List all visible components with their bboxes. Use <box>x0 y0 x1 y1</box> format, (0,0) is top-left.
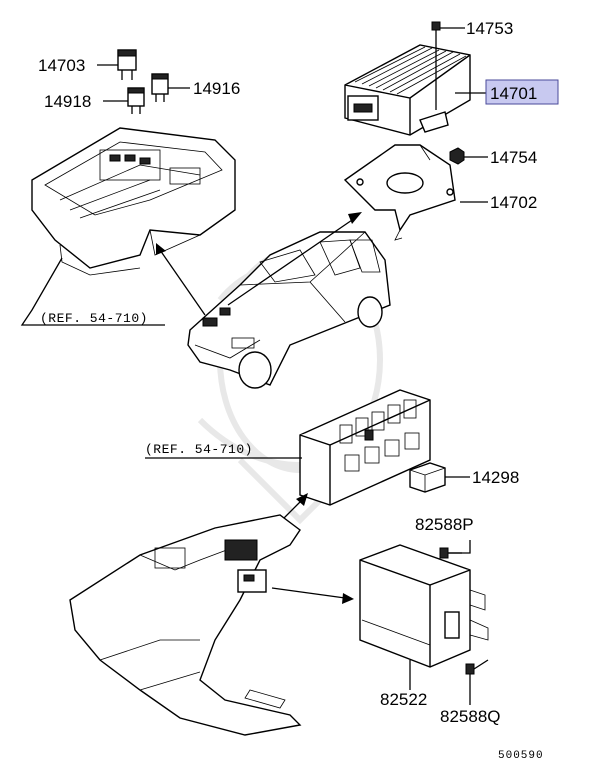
arrow-to-fusebox <box>156 243 206 316</box>
callout-14703: 14703 <box>38 56 85 75</box>
bracket-82522-side <box>469 589 489 641</box>
callout-14298: 14298 <box>472 468 519 487</box>
bracket-14702[interactable] <box>343 144 456 241</box>
leader-82588P <box>448 540 471 554</box>
callout-14702: 14702 <box>490 193 537 212</box>
ecu-module-14701[interactable] <box>344 44 471 136</box>
callout-14753: 14753 <box>466 19 513 38</box>
relay-14916[interactable] <box>151 73 169 102</box>
callout-14918: 14918 <box>44 92 91 111</box>
ref-lower-label: (REF. 54-710) <box>145 442 253 457</box>
callout-82588Q: 82588Q <box>440 707 501 726</box>
bolt-14753[interactable] <box>431 21 441 110</box>
nut-14754[interactable] <box>449 147 465 165</box>
highlight-14701 <box>485 79 559 105</box>
relay-14918[interactable] <box>127 87 145 114</box>
diagram-code: 500590 <box>498 750 544 762</box>
relay-14703[interactable] <box>117 49 137 80</box>
etacs-module-82522[interactable] <box>359 544 471 668</box>
callout-14701: 14701 <box>490 84 537 103</box>
engine-fuse-box[interactable] <box>31 127 236 276</box>
ref-upper-label: (REF. 54-710) <box>40 311 148 326</box>
relay-14298[interactable] <box>409 462 446 493</box>
vehicle-illustration <box>187 231 391 389</box>
bolt-82588Q[interactable] <box>465 659 489 675</box>
dashboard-illustration <box>69 514 302 736</box>
arrow-to-ecu <box>227 212 362 306</box>
ref-upper-leader <box>20 257 165 326</box>
interior-fuse-block[interactable] <box>299 389 431 506</box>
callout-82588P: 82588P <box>415 515 474 534</box>
callout-14754: 14754 <box>490 148 537 167</box>
callout-82522: 82522 <box>380 690 427 709</box>
callout-14916: 14916 <box>193 79 240 98</box>
arrow-to-82522 <box>271 587 354 604</box>
